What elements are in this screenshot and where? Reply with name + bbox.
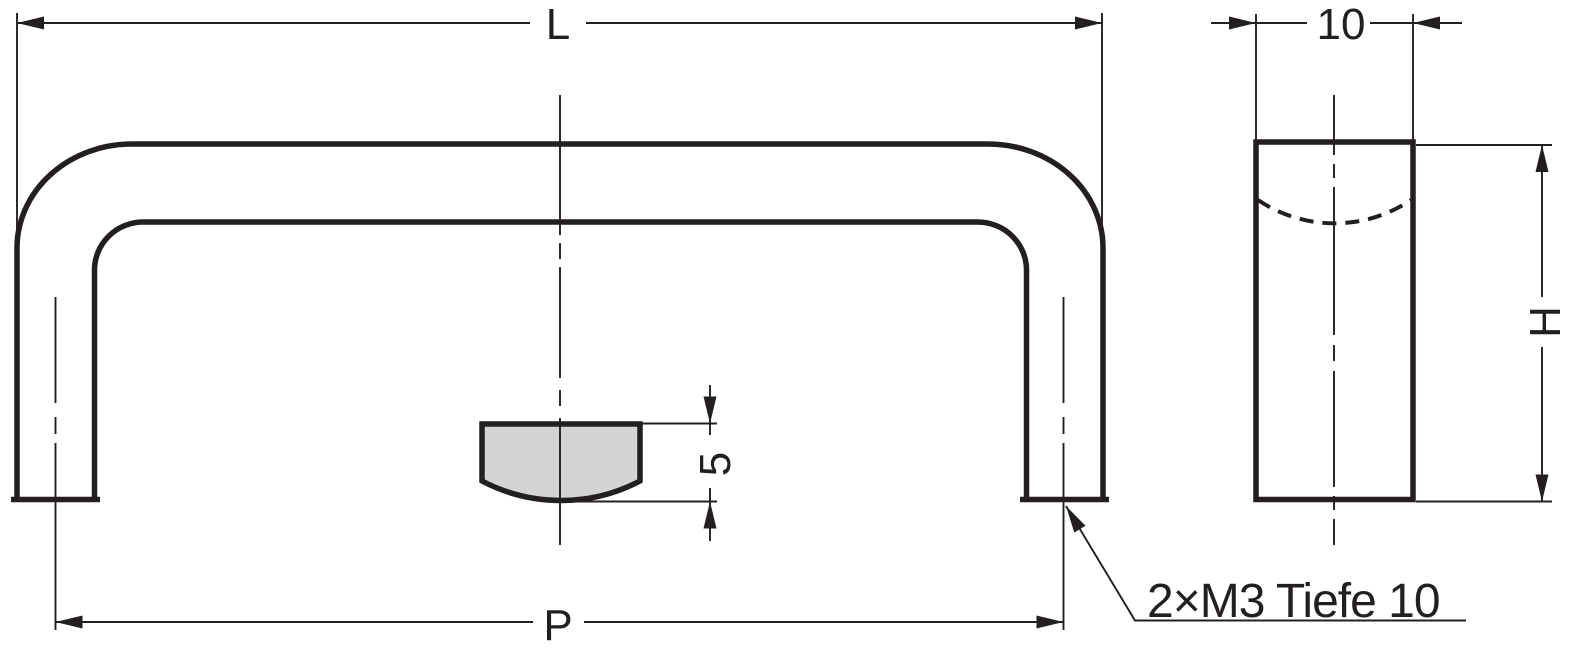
- dim-H-arrow-top: [1535, 145, 1549, 172]
- dim-L-label: L: [546, 0, 570, 49]
- side-view: 10 H: [1211, 0, 1570, 545]
- dim-L-arrow-right: [1075, 16, 1102, 30]
- dim-5-arrow-bottom: [703, 501, 717, 529]
- dim-5-label: 5: [691, 452, 740, 476]
- dim-H-label: H: [1521, 306, 1570, 338]
- dimension-10: 10: [1211, 0, 1462, 140]
- thread-note: 2×M3 Tiefe 10: [1065, 505, 1466, 628]
- dim-5-arrow-top: [703, 396, 717, 424]
- dim-P-arrow-right: [1036, 615, 1064, 629]
- dim-10-arrow-right: [1413, 16, 1440, 30]
- dim-H-arrow-bottom: [1535, 474, 1549, 502]
- dimension-P: P: [55, 601, 1064, 650]
- front-view: L P 5: [11, 0, 1109, 650]
- note-leader-arrow: [1066, 506, 1086, 533]
- side-hidden-arc: [1256, 198, 1413, 226]
- handle-inner-profile: [91, 219, 1030, 502]
- dim-10-label: 10: [1317, 0, 1366, 49]
- dim-P-label: P: [543, 601, 572, 650]
- dimension-L: L: [16, 0, 1103, 252]
- dim-P-arrow-left: [55, 615, 83, 629]
- note-label: 2×M3 Tiefe 10: [1147, 575, 1440, 628]
- dim-10-arrow-left: [1229, 16, 1256, 30]
- dimension-5: 5: [561, 385, 740, 541]
- side-profile: [1253, 139, 1416, 503]
- handle-outer-profile: [14, 141, 1106, 502]
- dimension-H: H: [1416, 144, 1570, 503]
- note-leader-line: [1065, 505, 1466, 622]
- grip-cross-section: [479, 421, 643, 504]
- dim-L-arrow-left: [17, 16, 44, 30]
